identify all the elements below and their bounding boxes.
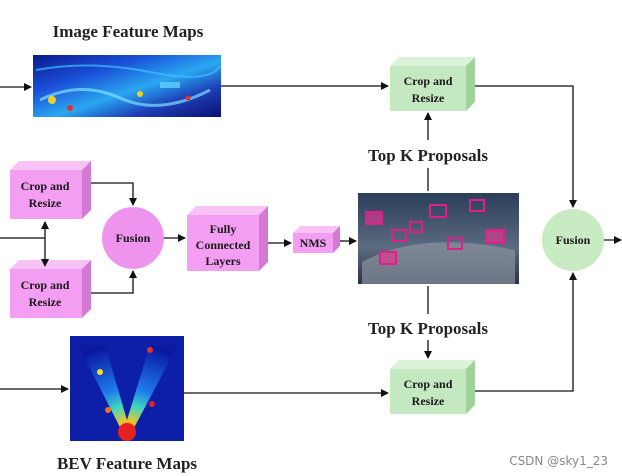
connector-arrows: [0, 82, 622, 397]
arrow-crop-top-to-fusion-right: [475, 85, 577, 208]
crop-right-top-line2: Resize: [412, 91, 445, 105]
crop-left-top-line1: Crop and: [21, 179, 70, 193]
nms-box: NMS: [293, 226, 340, 253]
crop-right-top-line1: Crop and: [404, 74, 453, 88]
crop-right-bottom-line1: Crop and: [404, 377, 453, 391]
image-feature-map: [33, 55, 221, 117]
fusion-right-label: Fusion: [556, 233, 591, 247]
crop-left-bottom-line1: Crop and: [21, 278, 70, 292]
fc-line1: Fully: [210, 222, 237, 236]
crop-resize-box-left-top: Crop and Resize: [10, 161, 91, 219]
fusion-node-right: Fusion: [542, 209, 604, 271]
fc-line2: Connected: [196, 238, 251, 252]
image-feature-maps-title: Image Feature Maps: [53, 22, 204, 41]
top-k-proposals-upper-label: Top K Proposals: [368, 146, 488, 165]
crop-left-top-line2: Resize: [29, 196, 62, 210]
crop-resize-box-right-bottom: Crop and Resize: [390, 360, 475, 414]
arrow-crop-bottom-to-fusion-right: [475, 272, 577, 392]
fusion-left-label: Fusion: [116, 231, 151, 245]
arrow-crop-bottom-to-fusion: [91, 270, 137, 294]
fusion-node-left: Fusion: [102, 207, 164, 269]
nms-label: NMS: [300, 236, 327, 250]
crop-left-bottom-line2: Resize: [29, 295, 62, 309]
crop-right-bottom-line2: Resize: [412, 394, 445, 408]
lidar-proposals-image: [358, 193, 519, 284]
top-k-proposals-lower-label: Top K Proposals: [368, 319, 488, 338]
crop-resize-box-left-bottom: Crop and Resize: [10, 260, 91, 318]
bev-feature-maps-title: BEV Feature Maps: [57, 454, 197, 473]
watermark: CSDN @sky1_23: [509, 454, 608, 468]
bev-feature-map: [70, 336, 184, 441]
fully-connected-layers-box: Fully Connected Layers: [187, 206, 268, 271]
fc-line3: Layers: [205, 254, 241, 268]
arrow-crop-top-to-fusion: [91, 182, 137, 206]
crop-resize-box-right-top: Crop and Resize: [390, 57, 475, 111]
